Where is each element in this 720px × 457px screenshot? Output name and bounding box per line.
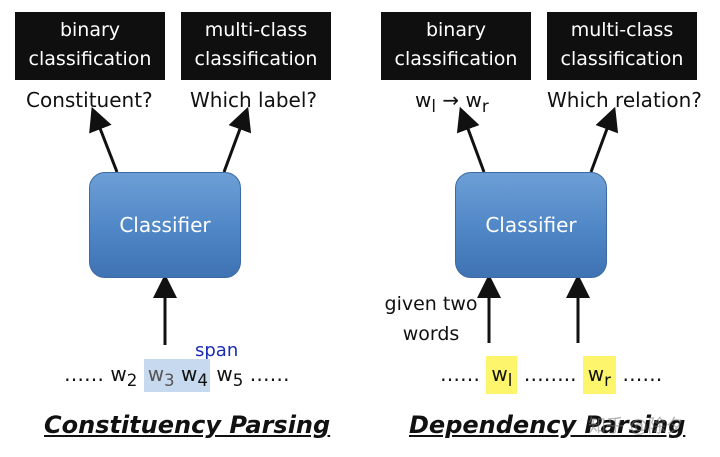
span-label: span [195,340,239,361]
word-wr: w [587,362,605,386]
given-line2: words [402,323,460,345]
word-wl-highlight: wl [486,356,518,394]
q-wl-sub: l [431,97,436,116]
right-multiclass-line2: classification [560,48,684,70]
watermark: 知乎 @除夕 [588,416,684,437]
right-classifier-box: Classifier [455,172,607,278]
left-multiclass-line1: multi-class [204,19,308,41]
word-wr-sub: r [604,371,612,390]
right-binary-classification-box: binary classification [381,12,531,80]
q-wr: w [465,88,482,112]
word-w5: w [216,362,233,386]
right-binary-line1: binary [425,19,487,41]
word-wr-highlight: wr [582,356,617,394]
left-seq-suffix: …… [249,362,290,386]
q-arrow: → [442,88,460,112]
left-seq-prefix: …… w [64,362,127,386]
constituency-parsing-title: Constituency Parsing [44,411,331,439]
q-wl: w [415,88,432,112]
right-multiclass-classification-box: multi-class classification [547,12,697,80]
dependency-parsing-title: Dependency Parsing [409,411,686,439]
q-wr-sub: r [481,97,489,116]
left-binary-line2: classification [28,48,152,70]
left-binary-classification-box: binary classification [15,12,165,80]
left-seq-w2-sub: 2 [126,371,138,390]
given-two-words-label: given two words [376,289,486,349]
left-binary-question: Constituent? [26,88,153,112]
left-word-sequence: …… w2 w3 w4 w5 …… [64,359,290,392]
right-binary-question: wl → wr [415,88,489,116]
left-multiclass-question: Which label? [190,88,318,112]
right-seq-prefix: …… [440,362,480,386]
word-w5-sub: 5 [232,371,244,390]
arrow-right-classifier-to-multiclass [589,106,619,173]
word-w3-sub: 3 [164,371,175,390]
arrow-left-classifier-to-binary [89,106,119,173]
left-multiclass-line2: classification [194,48,318,70]
right-multiclass-question: Which relation? [547,88,702,112]
arrow-right-classifier-to-binary [456,106,486,173]
right-binary-line2: classification [394,48,518,70]
right-seq-suffix: …… [622,362,663,386]
word-w4-sub: 4 [197,371,208,390]
word-wl-sub: l [507,371,513,390]
left-classifier-box: Classifier [89,172,241,278]
word-w3: w [147,362,165,386]
right-seq-middle: …….. [523,362,577,386]
right-word-sequence: …… wl …….. wr …… [440,356,663,394]
left-multiclass-classification-box: multi-class classification [181,12,331,80]
arrow-left-classifier-to-multiclass [222,106,252,173]
right-multiclass-line1: multi-class [570,19,674,41]
span-highlight: w3 w4 [143,359,210,392]
given-line1: given two [384,293,478,315]
word-wl: w [491,362,508,386]
word-w4: w [181,362,198,386]
left-binary-line1: binary [59,19,121,41]
